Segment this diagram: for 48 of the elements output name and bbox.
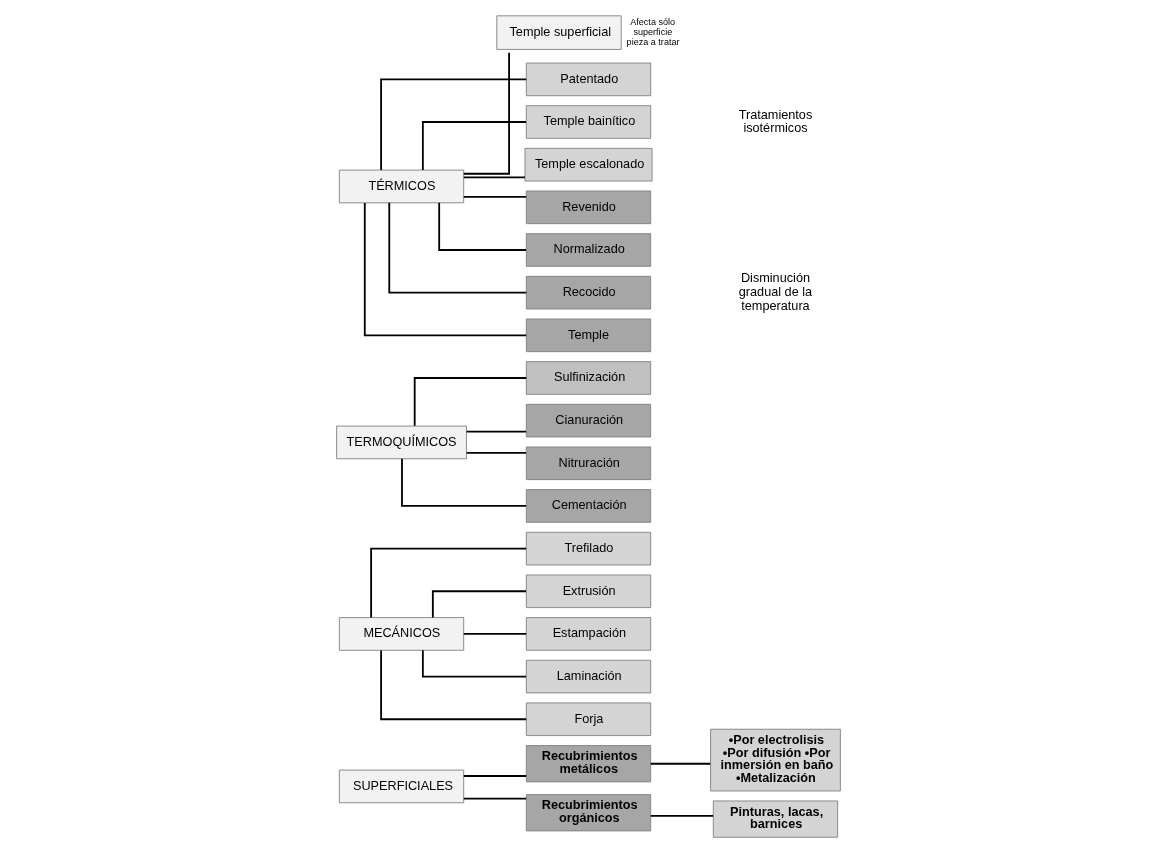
node-box: Temple	[525, 318, 651, 353]
connector	[462, 775, 527, 777]
connector	[462, 196, 527, 198]
node-box: Revenido	[525, 190, 651, 225]
connector	[379, 78, 527, 171]
connector	[465, 430, 527, 433]
node-box: TERMOQUÍMICOS	[335, 425, 467, 460]
connector	[379, 649, 527, 721]
node-box: Temple bainítico	[525, 105, 651, 139]
node-box: Recubrimientos metálicos	[525, 745, 651, 783]
connector	[369, 547, 527, 619]
node-box: Sulfinización	[525, 361, 651, 395]
node-box: Temple escalonado	[524, 147, 652, 182]
node-box: Cianuración	[525, 403, 651, 438]
node-box: Cementación	[525, 489, 651, 523]
connector	[421, 649, 527, 678]
node-box: TÉRMICOS	[338, 169, 464, 204]
connector	[462, 797, 527, 800]
node-box: Patentado	[525, 62, 651, 97]
connector	[649, 815, 714, 817]
connector	[462, 176, 526, 179]
label: Disminución gradual de la temperatura	[738, 271, 812, 313]
connector	[413, 377, 527, 427]
node-box: Recocido	[525, 275, 651, 310]
node-box: SUPERFICIALES	[338, 769, 464, 804]
node-box: Forja	[525, 702, 651, 737]
connector	[400, 457, 527, 507]
connector	[462, 633, 527, 635]
node-box: •Por electrolisis •Por difusión •Por inmersión en baño •Metalización	[709, 728, 841, 792]
connector	[421, 121, 527, 171]
node-box: Pinturas, lacas, barnices	[712, 800, 838, 838]
connector	[462, 51, 510, 175]
node-box: MECÁNICOS	[338, 617, 464, 651]
connector	[431, 590, 527, 619]
node-box: Extrusión	[525, 574, 651, 609]
node-box: Nitruración	[525, 446, 651, 481]
connector	[363, 202, 527, 337]
connector	[387, 201, 527, 294]
connector	[437, 201, 527, 251]
node-box: Recubrimientos orgánicos	[525, 794, 651, 832]
connector	[649, 762, 711, 765]
label: Tratamientos isotérmicos	[738, 107, 812, 136]
connector	[465, 451, 527, 454]
node-box: Estampación	[525, 617, 651, 651]
node-box: Laminación	[525, 659, 651, 694]
node-box: Normalizado	[525, 233, 651, 267]
node-box: Trefilado	[525, 531, 651, 566]
node-label: Afecta sólo superficie pieza a tratar	[626, 16, 680, 47]
